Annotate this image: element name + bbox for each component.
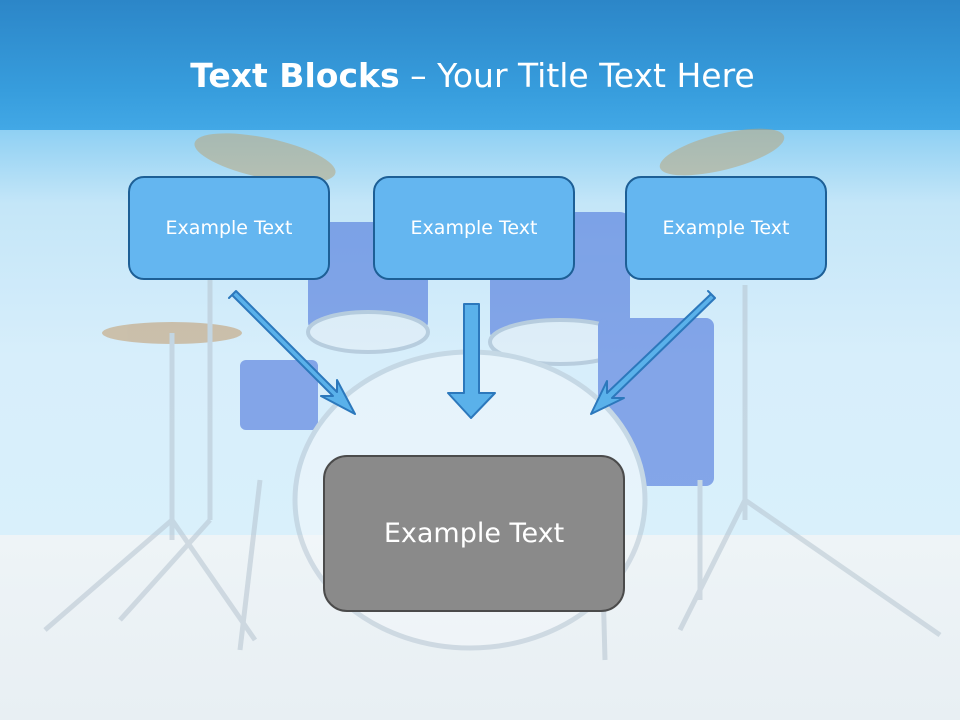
arrow-right-icon[interactable] — [590, 290, 716, 415]
text-block-2-label: Example Text — [410, 217, 538, 239]
text-block-3-label: Example Text — [662, 217, 790, 239]
header-band — [0, 0, 960, 130]
result-block-label: Example Text — [383, 518, 565, 549]
arrow-left-icon[interactable] — [228, 290, 356, 415]
title-bold: Text Blocks — [190, 56, 400, 95]
text-block-1-label: Example Text — [165, 217, 293, 239]
text-block-3[interactable]: Example Text — [625, 176, 827, 280]
title-rest: Your Title Text Here — [437, 56, 755, 95]
arrow-down-icon[interactable] — [447, 303, 496, 419]
text-block-1[interactable]: Example Text — [128, 176, 330, 280]
slide-title[interactable]: Text Blocks – Your Title Text Here — [0, 56, 945, 96]
text-block-2[interactable]: Example Text — [373, 176, 575, 280]
result-block[interactable]: Example Text — [323, 455, 625, 612]
title-dash: – — [399, 56, 438, 95]
